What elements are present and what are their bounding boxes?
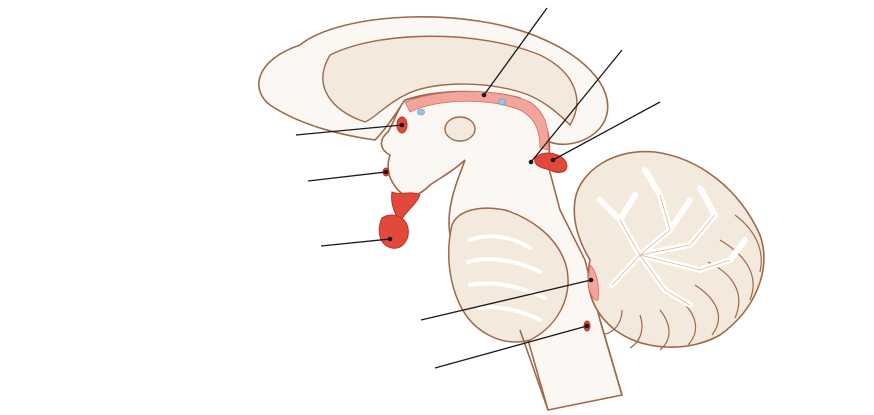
leader-dot-4 <box>399 122 405 128</box>
leader-line-7 <box>420 279 592 321</box>
leader-line-3 <box>552 101 661 161</box>
pineal-gland <box>534 152 568 173</box>
choroid-plexus <box>404 91 549 151</box>
pons-striations <box>466 234 547 322</box>
leader-dot-6 <box>387 236 393 242</box>
leader-dot-1 <box>481 92 487 98</box>
leader-line-1 <box>483 7 548 96</box>
leader-lines <box>295 7 661 369</box>
cerebellum <box>573 150 765 351</box>
fourth-ventricle-accent <box>587 264 599 301</box>
ventricle-spot-1 <box>417 108 425 116</box>
leader-line-8 <box>434 325 588 369</box>
leader-dot-8 <box>584 323 590 329</box>
thalamus <box>444 116 476 142</box>
leader-line-2 <box>530 49 623 163</box>
leader-line-6 <box>320 238 391 247</box>
leader-dot-2 <box>528 159 534 165</box>
ventricle-spot-2 <box>498 98 506 106</box>
pituitary-gland <box>378 214 409 249</box>
leader-dot-7 <box>588 277 594 283</box>
leader-dot-3 <box>550 157 556 163</box>
pituitary-stalk <box>391 191 421 224</box>
leader-dot-5 <box>383 169 389 175</box>
leader-line-4 <box>295 124 403 136</box>
leader-line-5 <box>307 171 387 182</box>
corpus-callosum <box>322 35 578 127</box>
